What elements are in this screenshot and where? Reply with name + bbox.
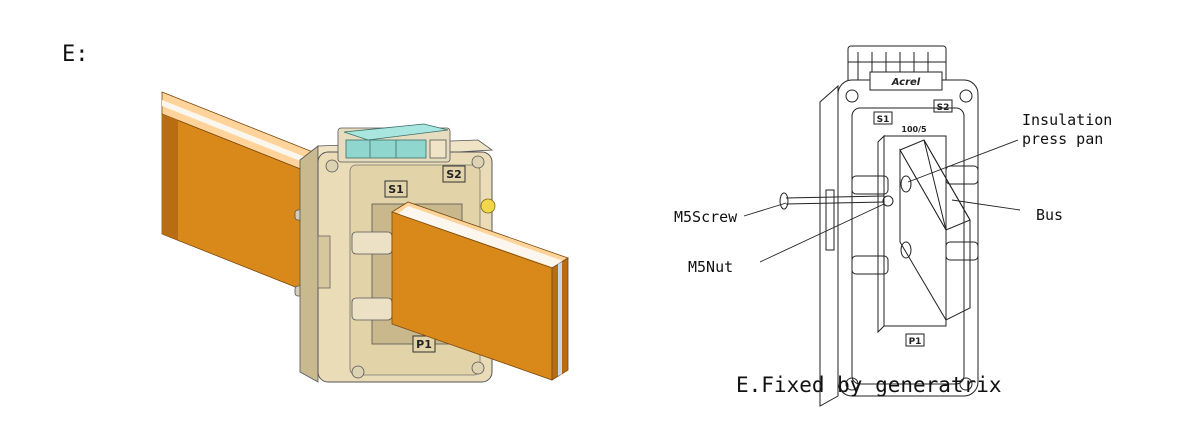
right-p1-label: P1	[909, 337, 922, 347]
leader-lines	[743, 139, 1021, 263]
clamp-brackets	[351, 231, 393, 321]
busbar-rear	[161, 91, 319, 297]
secondary-terminal-block	[337, 123, 451, 163]
callout-insulation-line1: Insulation	[1022, 111, 1112, 129]
s1-label-box	[384, 180, 408, 198]
section-label: E:	[62, 42, 89, 67]
ct-side-slot	[317, 235, 331, 289]
s2-label: S2	[446, 168, 462, 181]
figure-caption: E.Fixed by generatrix	[736, 373, 1002, 397]
s2-label-box	[442, 165, 466, 183]
s1-label: S1	[388, 183, 404, 196]
p1-label: P1	[416, 338, 432, 351]
right-line-drawing	[779, 45, 979, 407]
left-3d-view: S1 S2 P1	[161, 91, 569, 383]
callout-insulation-line2: press pan	[1022, 130, 1103, 148]
yellow-pin	[480, 198, 496, 214]
brand-text: Acrel	[891, 77, 921, 88]
callout-bus: Bus	[1036, 206, 1063, 224]
ct-side-face	[299, 145, 319, 383]
right-s2-label: S2	[937, 103, 950, 113]
ratio-text: 100/5	[901, 125, 927, 134]
p1-label-box	[412, 335, 436, 353]
callout-nut: M5Nut	[688, 258, 733, 276]
right-s1-label: S1	[877, 115, 890, 125]
busbar-front	[391, 201, 569, 381]
corner-screws	[325, 155, 485, 379]
callout-screw: M5Screw	[674, 208, 738, 226]
